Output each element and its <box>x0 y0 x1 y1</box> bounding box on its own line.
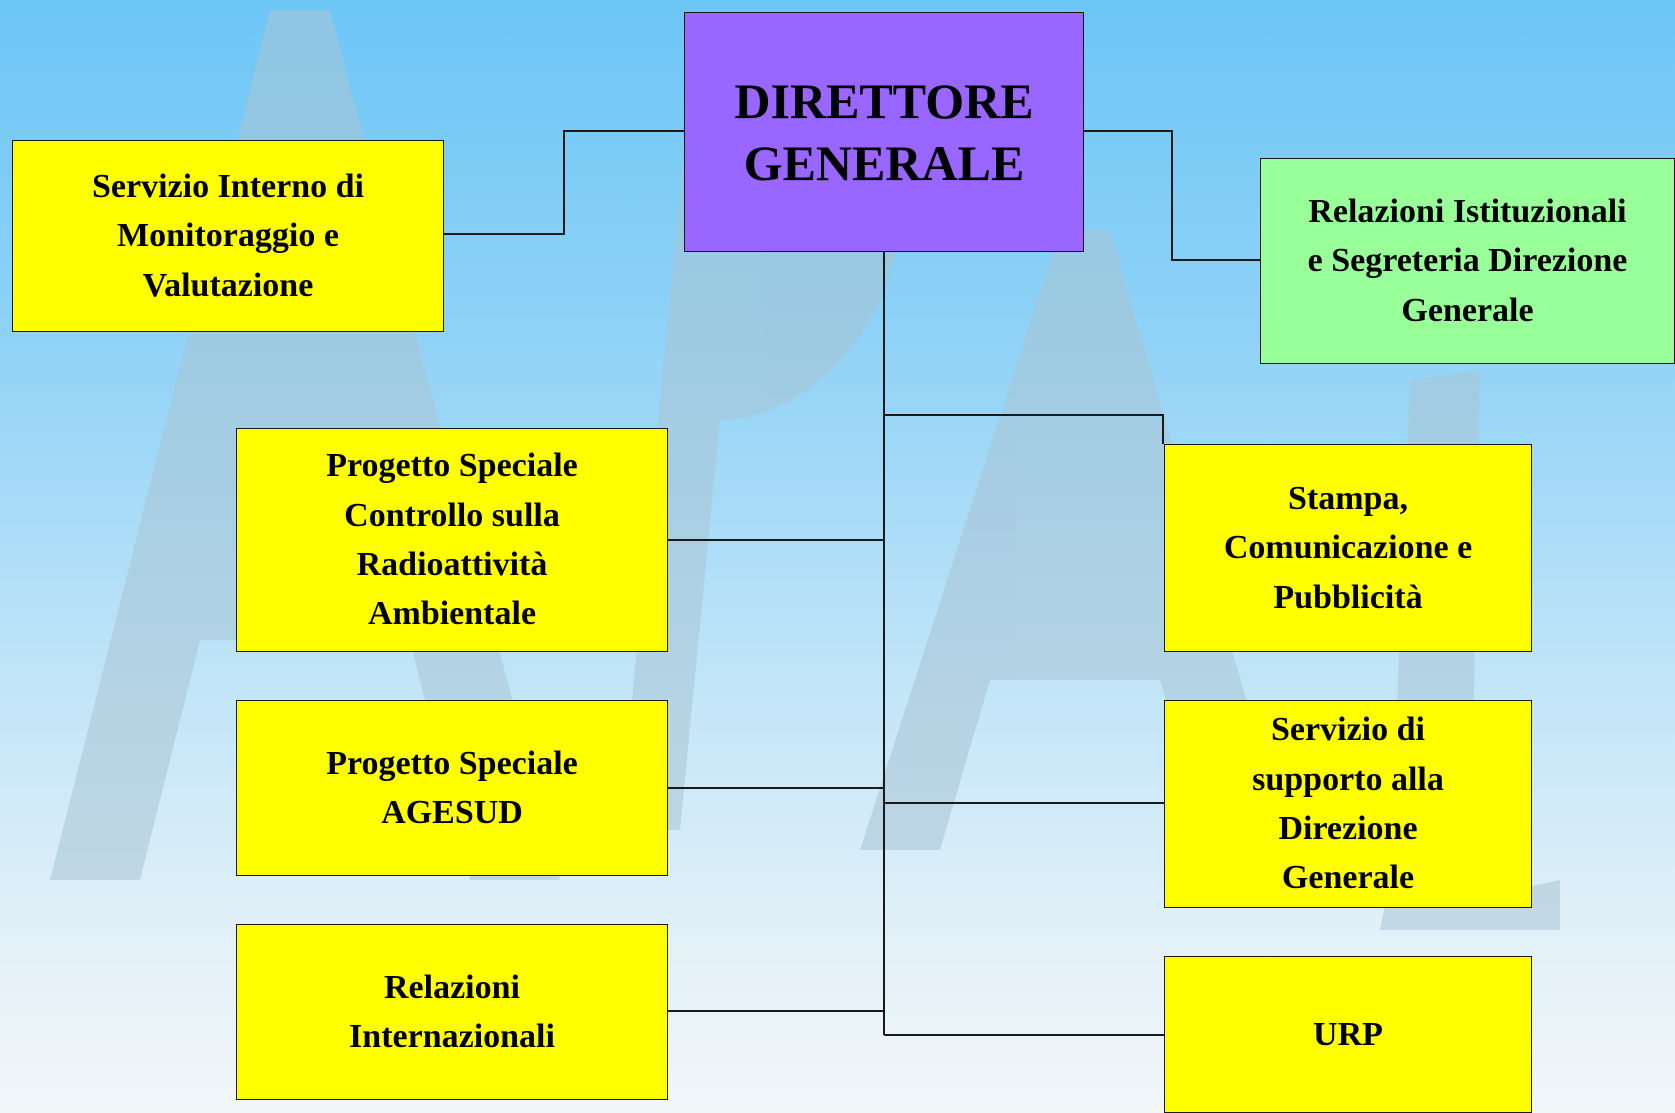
box-supporto[interactable]: Servizio di supporto alla Direzione Gene… <box>1164 700 1532 908</box>
connector-relazioni-istituzionali <box>1084 130 1260 261</box>
box-stampa[interactable]: Stampa, Comunicazione e Pubblicità <box>1164 444 1532 652</box>
connector-monitoraggio <box>444 130 684 235</box>
box-monitoraggio[interactable]: Servizio Interno di Monitoraggio e Valut… <box>12 140 444 332</box>
box-urp[interactable]: URP <box>1164 956 1532 1113</box>
watermark-letter <box>860 230 1290 850</box>
connector-stampa <box>884 414 1164 444</box>
box-relazioni-istituzionali[interactable]: Relazioni Istituzionali e Segreteria Dir… <box>1260 158 1675 364</box>
box-direttore-generale[interactable]: DIRETTORE GENERALE <box>684 12 1084 252</box>
box-radioattivita[interactable]: Progetto Speciale Controllo sulla Radioa… <box>236 428 668 652</box>
box-relazioni-internazionali[interactable]: Relazioni Internazionali <box>236 924 668 1100</box>
box-agesud[interactable]: Progetto Speciale AGESUD <box>236 700 668 876</box>
